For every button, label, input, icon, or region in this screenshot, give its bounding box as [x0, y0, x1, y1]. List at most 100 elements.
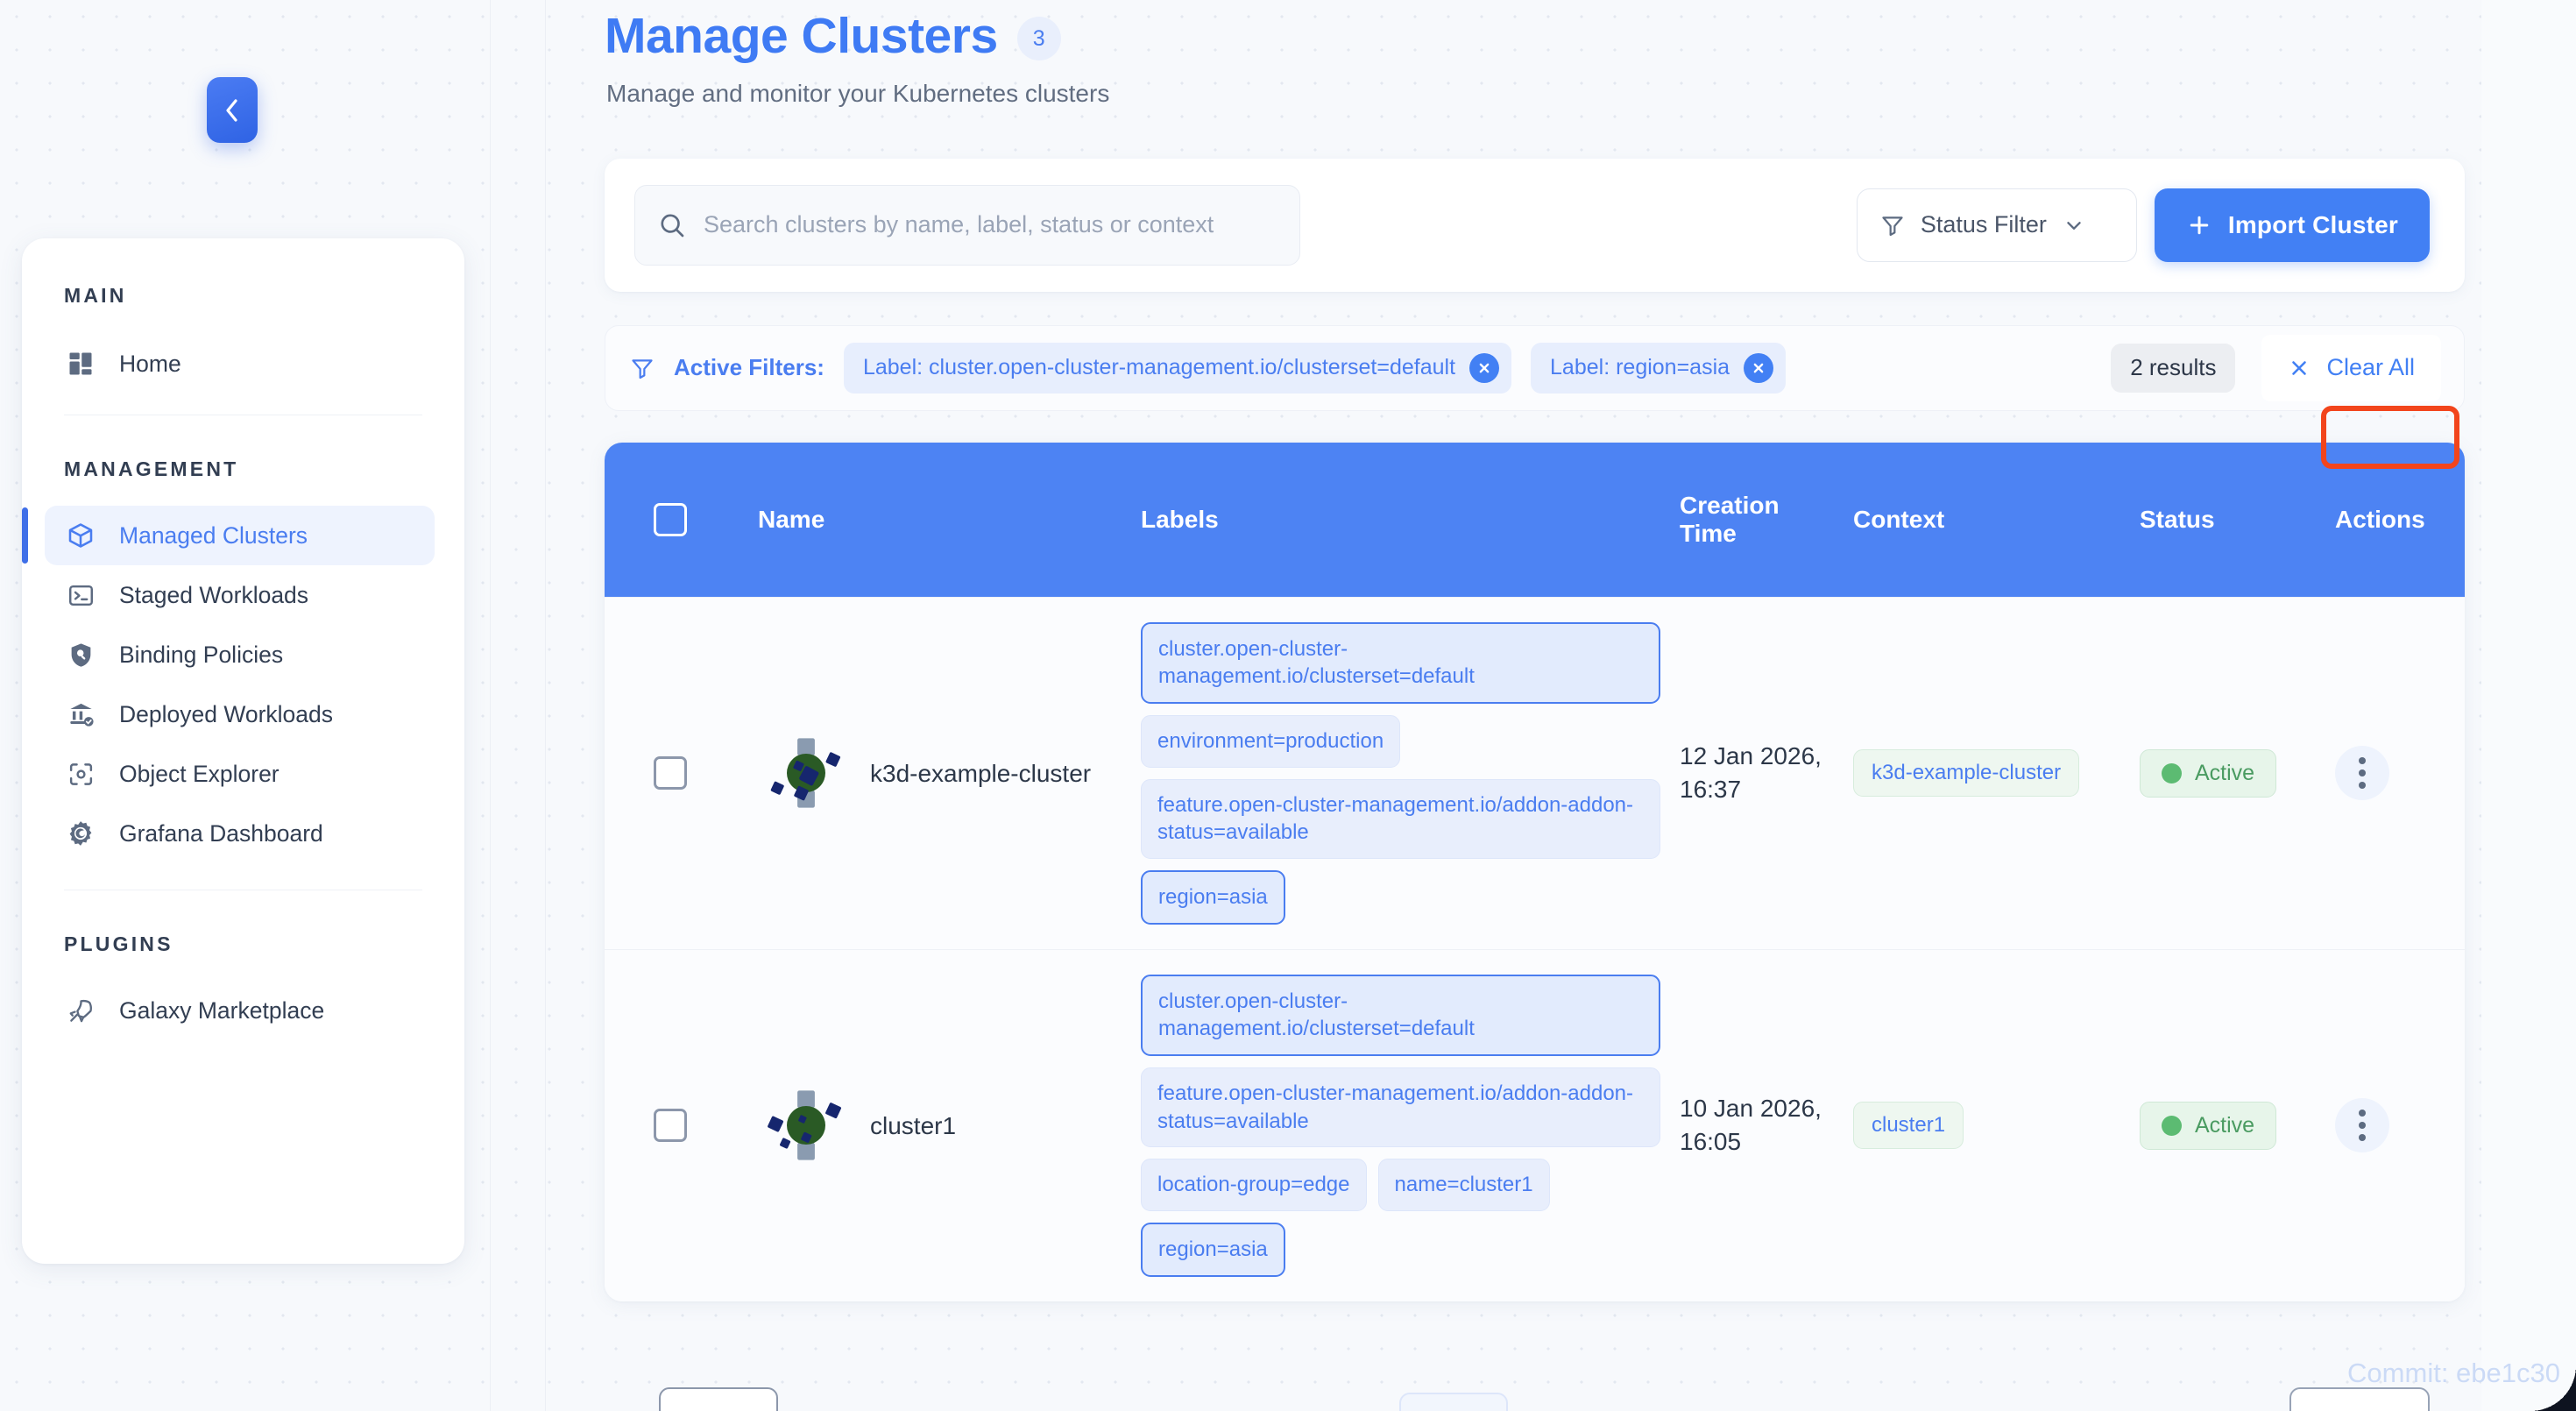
cluster-name-cell: cluster1 [758, 1053, 1141, 1198]
collapse-sidebar-button[interactable] [207, 77, 258, 143]
cluster-name[interactable]: k3d-example-cluster [870, 759, 1092, 787]
dot [2359, 769, 2366, 777]
label-chip[interactable]: name=cluster1 [1377, 1159, 1550, 1212]
column-header-status[interactable]: Status [2140, 505, 2215, 533]
column-header-context[interactable]: Context [1853, 505, 1945, 533]
status-badge: Active [2140, 1101, 2277, 1150]
page-subtitle: Manage and monitor your Kubernetes clust… [606, 79, 1110, 107]
actions-cell [2335, 1074, 2465, 1177]
label-chip[interactable]: region=asia [1141, 1223, 1285, 1277]
select-all-checkbox[interactable] [654, 502, 687, 536]
import-cluster-label: Import Cluster [2227, 210, 2398, 238]
label-chip[interactable]: location-group=edge [1141, 1159, 1367, 1212]
import-cluster-button[interactable]: Import Cluster [2154, 188, 2430, 262]
column-header-actions: Actions [2335, 505, 2425, 533]
sidebar-rail-2 [545, 0, 546, 1411]
active-filters-label: Active Filters: [674, 354, 824, 381]
sidebar-item-staged-workloads[interactable]: Staged Workloads [45, 565, 435, 625]
filter-chip-label: Label: cluster.open-cluster-management.i… [862, 355, 1456, 380]
status-dot-icon [2162, 762, 2182, 783]
sidebar-item-home[interactable]: Home [45, 334, 435, 394]
column-header-creation-time[interactable]: Creation Time [1680, 492, 1853, 548]
grafana-icon [66, 819, 96, 848]
filter-icon [1882, 216, 1903, 236]
row-checkbox[interactable] [654, 756, 687, 791]
sidebar-item-deployed-workloads[interactable]: Deployed Workloads [45, 684, 435, 744]
creation-time-line-2: Time [1680, 519, 1737, 547]
sidebar-item-label: Object Explorer [119, 760, 280, 787]
dot [2359, 757, 2366, 765]
table-row: cluster1 cluster.open-cluster-management… [605, 948, 2465, 1301]
clear-all-wrapper: Clear All [2261, 330, 2441, 406]
pagination-control-partial[interactable] [659, 1387, 778, 1411]
sidebar-item-label: Home [119, 350, 181, 377]
search-input[interactable] [704, 211, 1277, 239]
sidebar-section-main: MAIN Home [22, 238, 464, 394]
cluster-count-badge: 3 [1016, 17, 1061, 61]
clear-all-button[interactable]: Clear All [2261, 334, 2441, 401]
sidebar-section-title-management: MANAGEMENT [64, 457, 239, 480]
label-chip[interactable]: cluster.open-cluster-management.io/clust… [1141, 621, 1660, 705]
filter-chip[interactable]: Label: region=asia [1531, 342, 1787, 394]
row-select-cell [605, 1084, 758, 1166]
select-all-cell [605, 502, 758, 536]
terminal-icon [66, 580, 96, 610]
results-count-badge: 2 results [2111, 343, 2236, 393]
context-chip[interactable]: cluster1 [1853, 1102, 1964, 1150]
search-toolbar: Status Filter Import Cluster [605, 158, 2465, 292]
bulk-action-chip-partial[interactable] [1399, 1393, 1508, 1411]
context-chip[interactable]: k3d-example-cluster [1853, 749, 2080, 798]
cluster-labels-cell: cluster.open-cluster-management.io/clust… [1141, 598, 1680, 949]
status-filter-dropdown[interactable]: Status Filter [1856, 188, 2137, 262]
row-select-cell [605, 732, 758, 814]
row-checkbox[interactable] [654, 1109, 687, 1143]
label-chip[interactable]: feature.open-cluster-management.io/addon… [1141, 778, 1660, 860]
cluster-name-cell: k3d-example-cluster [758, 700, 1141, 846]
chevron-left-icon [226, 98, 237, 122]
status-dot-icon [2162, 1115, 2182, 1136]
status-badge: Active [2140, 748, 2277, 798]
label-chip[interactable]: environment=production [1141, 715, 1401, 768]
footer-control-partial[interactable] [2289, 1387, 2430, 1411]
sidebar-rail-1 [490, 0, 491, 1411]
filter-chip[interactable]: Label: cluster.open-cluster-management.i… [843, 342, 1512, 394]
search-field-wrapper[interactable] [634, 184, 1300, 266]
search-icon [661, 214, 684, 238]
cluster-topology-icon [770, 738, 841, 808]
sidebar-item-grafana-dashboard[interactable]: Grafana Dashboard [45, 804, 435, 863]
sidebar-item-managed-clusters[interactable]: Managed Clusters [22, 506, 435, 565]
clusters-table: Name Labels Creation Time Context Status… [605, 442, 2465, 1301]
column-header-name[interactable]: Name [758, 505, 825, 533]
table-row: k3d-example-cluster cluster.open-cluster… [605, 596, 2465, 949]
viewport-corner [2530, 1365, 2576, 1411]
active-filters-bar: Active Filters: Label: cluster.open-clus… [605, 324, 2465, 411]
filter-chip-label: Label: region=asia [1550, 355, 1730, 380]
label-chip[interactable]: region=asia [1141, 870, 1285, 925]
label-chip[interactable]: cluster.open-cluster-management.io/clust… [1141, 974, 1660, 1057]
table-header-row: Name Labels Creation Time Context Status… [605, 442, 2465, 597]
sidebar-item-object-explorer[interactable]: Object Explorer [45, 744, 435, 804]
rocket-icon [66, 996, 96, 1025]
creation-time: 12 Jan 2026, 16:37 [1680, 741, 1822, 804]
sidebar-item-galaxy-marketplace[interactable]: Galaxy Marketplace [45, 981, 435, 1040]
sidebar-item-label: Deployed Workloads [119, 700, 334, 727]
remove-filter-icon[interactable] [1744, 352, 1774, 383]
row-actions-menu-button[interactable] [2335, 746, 2389, 801]
sidebar-item-label: Managed Clusters [119, 521, 308, 549]
status-label: Active [2195, 1112, 2255, 1138]
row-actions-menu-button[interactable] [2335, 1098, 2389, 1153]
cluster-labels-cell: cluster.open-cluster-management.io/clust… [1141, 950, 1680, 1301]
column-header-labels[interactable]: Labels [1141, 505, 1219, 533]
sidebar-section-title-plugins: PLUGINS [64, 932, 173, 955]
close-icon [2292, 360, 2307, 375]
dot [2359, 1110, 2366, 1117]
sidebar-item-binding-policies[interactable]: Binding Policies [45, 625, 435, 684]
page-title: Manage Clusters [605, 8, 998, 64]
label-chip[interactable]: feature.open-cluster-management.io/addon… [1141, 1067, 1660, 1148]
remove-filter-icon[interactable] [1469, 352, 1500, 383]
chevron-down-icon [2067, 221, 2081, 230]
cluster-name[interactable]: cluster1 [870, 1111, 957, 1139]
sidebar-section-title-main: MAIN [64, 284, 127, 307]
commit-label: Commit: ebe1c30 [2347, 1358, 2560, 1388]
plus-icon [2190, 216, 2209, 234]
